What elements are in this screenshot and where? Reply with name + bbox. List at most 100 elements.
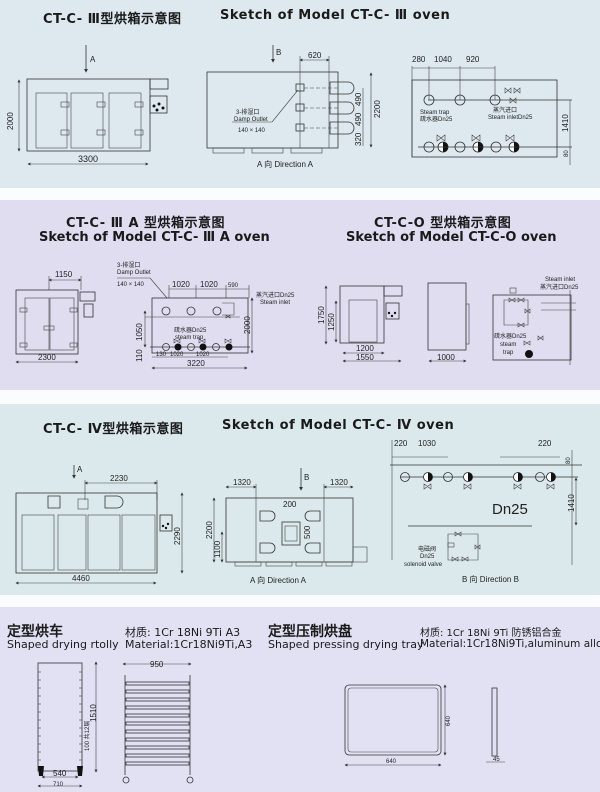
trolley-side-view: 950 bbox=[122, 660, 194, 784]
steam-inlet-cn: 蒸汽进口 bbox=[493, 106, 517, 114]
control-panel-icon bbox=[159, 514, 173, 532]
door bbox=[57, 514, 87, 571]
arrow-label-a: A bbox=[77, 465, 83, 474]
direction-a-caption: A 向 Direction A bbox=[250, 575, 307, 585]
fan-motor-icons bbox=[47, 495, 124, 509]
solenoid-en: solenoid valve bbox=[404, 562, 443, 568]
dim-920: 920 bbox=[466, 55, 480, 64]
dim-490b: 490 bbox=[354, 112, 363, 126]
oven-body bbox=[15, 492, 158, 574]
trolley-frame bbox=[37, 662, 83, 772]
dim-1020c: 1020 bbox=[170, 352, 184, 358]
ct-c-iii-a-front-view: 1150 2300 bbox=[15, 270, 96, 364]
arrow-label-a: A bbox=[90, 55, 96, 64]
door bbox=[108, 92, 142, 149]
solenoid-loop bbox=[447, 533, 479, 561]
dim-130: 130 bbox=[156, 352, 167, 358]
ct-c-iii-a-side-view: 3-排湿口 Damp Outlet 140 × 140 1020 1020 59… bbox=[117, 261, 295, 370]
dim-500: 500 bbox=[303, 525, 312, 539]
dim-490a: 490 bbox=[354, 92, 363, 106]
dim-tray-width: 640 bbox=[386, 759, 397, 765]
dim-width: 3300 bbox=[78, 154, 98, 164]
damp-outlet-en: Damp Outlet bbox=[117, 270, 151, 276]
dim-2200: 2200 bbox=[373, 100, 382, 118]
dim-220-left: 220 bbox=[394, 439, 408, 448]
steam-trap-en: steam trap bbox=[175, 335, 204, 341]
steam-trap-icon bbox=[525, 350, 533, 358]
arrow-label-b: B bbox=[276, 48, 281, 57]
door bbox=[35, 92, 68, 149]
wheel-icon bbox=[186, 776, 194, 784]
ct-c-o-title-en: Sketch of Model CT-C-O oven bbox=[346, 230, 557, 245]
ct-c-iii-title-cn: CT-C- Ⅲ型烘箱示意图 bbox=[43, 12, 182, 27]
dim-1030: 1030 bbox=[418, 439, 436, 448]
tray-side-view: 45 bbox=[486, 687, 505, 763]
damp-outlet-size: 140 × 140 bbox=[238, 128, 266, 134]
dim-2200: 2200 bbox=[205, 521, 214, 539]
tray-material-en: Material:1Cr18Ni9Ti,aluminum alloy bbox=[420, 638, 600, 650]
fan-motor-icons bbox=[329, 81, 355, 135]
dim-320: 320 bbox=[354, 132, 363, 146]
oven-body bbox=[339, 285, 385, 344]
dim-2290: 2290 bbox=[173, 527, 182, 545]
pipe-fittings bbox=[423, 94, 502, 153]
tray-material-cn: 材质: 1Cr 18Ni 9Ti 防锈铝合金 bbox=[420, 628, 562, 639]
dim-1550: 1550 bbox=[356, 353, 374, 362]
valve-icons bbox=[508, 297, 544, 346]
oven-body-side bbox=[206, 71, 339, 149]
door bbox=[70, 92, 104, 149]
fan-motor-icons bbox=[259, 510, 321, 554]
control-panel-icon bbox=[149, 95, 168, 114]
door bbox=[348, 299, 378, 343]
fan-motor-icon bbox=[79, 291, 96, 302]
damp-outlet-icon bbox=[281, 521, 301, 546]
dim-tray-depth: 45 bbox=[493, 757, 500, 763]
shelf-ticks bbox=[38, 671, 82, 761]
dim-280: 280 bbox=[412, 55, 426, 64]
tray-title-cn: 定型压制烘盘 bbox=[268, 624, 352, 640]
dim-1250: 1250 bbox=[327, 313, 336, 331]
steam-trap-icons bbox=[162, 338, 233, 351]
steam-inlet-en: Steam inlet bbox=[260, 300, 290, 306]
damp-outlet-cn: 3-排湿口 bbox=[117, 261, 140, 269]
dim-1020a: 1020 bbox=[172, 280, 190, 289]
tray-outline bbox=[344, 684, 442, 756]
tray-title-en: Shaped pressing drying tray bbox=[268, 638, 424, 651]
dim-1040: 1040 bbox=[434, 55, 452, 64]
direction-a-caption: A 向 Direction A bbox=[257, 159, 314, 169]
ct-c-iii-a-title-en: Sketch of Model CT-C- Ⅲ A oven bbox=[39, 230, 270, 245]
dim-220-right: 220 bbox=[538, 439, 552, 448]
dim-200: 200 bbox=[283, 500, 297, 509]
valve-icons bbox=[451, 531, 481, 562]
dim-tray-height: 640 bbox=[446, 715, 452, 726]
dim-590: 590 bbox=[228, 283, 239, 289]
damp-outlet-icons bbox=[295, 83, 340, 132]
solenoid-icon bbox=[447, 542, 455, 548]
valve-icons bbox=[423, 483, 555, 490]
dim-1320-right: 1320 bbox=[330, 478, 348, 487]
steam-inlet-cn: 蒸汽进口Dn25 bbox=[256, 291, 295, 299]
section-ct-c-iv bbox=[0, 404, 600, 595]
door bbox=[87, 514, 121, 571]
shelf-bars bbox=[125, 681, 190, 766]
ct-c-o-title-cn: CT-C-O 型烘箱示意图 bbox=[374, 216, 512, 231]
valve-icons bbox=[436, 87, 521, 142]
oven-body-side bbox=[151, 297, 249, 354]
dim-1200: 1200 bbox=[356, 344, 374, 353]
ct-c-iv-front-view: A 2230 2290 4460 bbox=[15, 465, 184, 585]
fan-motor-icon bbox=[149, 78, 169, 90]
dim-1020b: 1020 bbox=[200, 280, 218, 289]
damp-outlet-size: 140 × 140 bbox=[117, 282, 145, 288]
steam-inlet-en: Steam inletDn25 bbox=[488, 115, 533, 121]
steam-trap-icons bbox=[423, 472, 556, 482]
control-panel-icon bbox=[83, 303, 94, 318]
oven-body bbox=[26, 78, 151, 152]
dim-1510: 1510 bbox=[89, 704, 98, 722]
section-trolley-and-tray bbox=[0, 607, 600, 792]
door bbox=[21, 514, 55, 571]
tray-top-view: 640 640 bbox=[344, 684, 452, 767]
damp-outlet-en: Damp Outlet bbox=[234, 117, 268, 123]
steam-trap-cn: 疏水器Dn25 bbox=[420, 115, 453, 123]
door bbox=[24, 297, 50, 351]
pipe-fittings bbox=[400, 472, 545, 482]
